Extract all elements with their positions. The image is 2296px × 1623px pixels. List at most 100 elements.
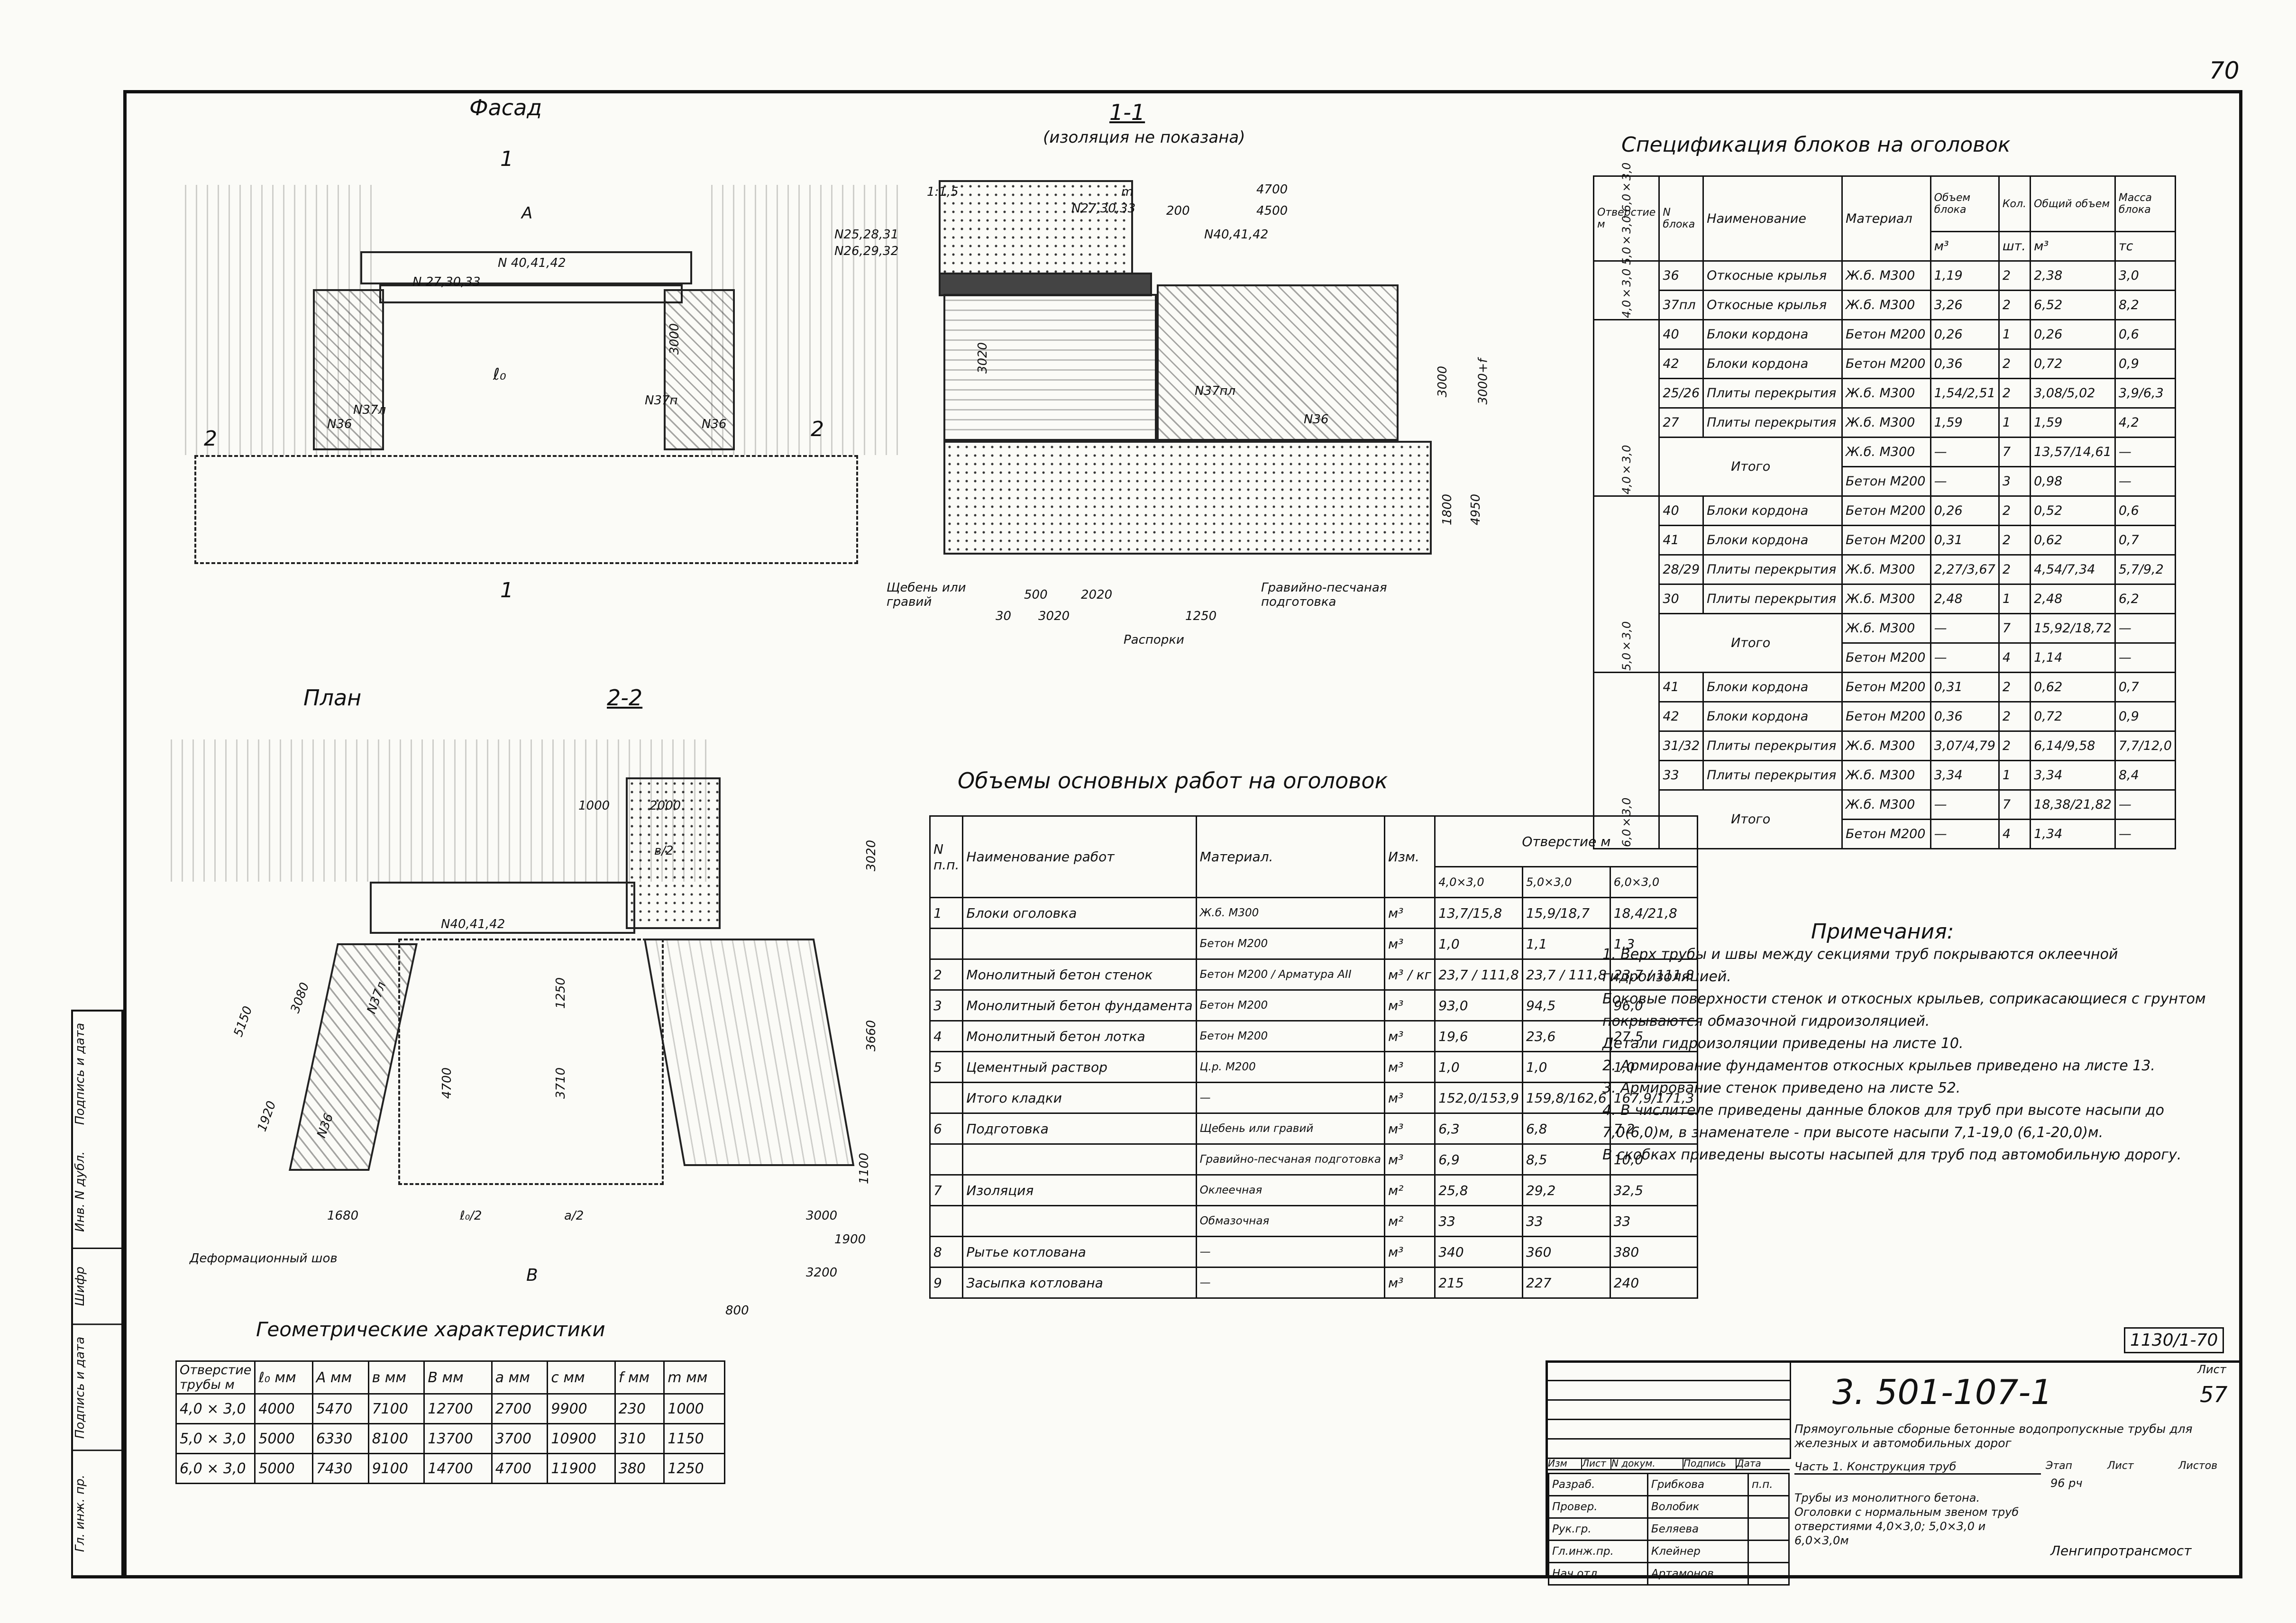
section1-title: 1-1 (1109, 100, 1145, 125)
table-cell: — (1195, 1082, 1386, 1114)
table-cell: Ж.б. М300 (1841, 760, 1931, 791)
table-cell: 42 (1658, 701, 1704, 732)
table-header-row: Отверстие м N блока Наименование Материа… (1592, 175, 2177, 262)
section1-label: 3000+f (1476, 358, 1491, 405)
table-cell: 1,0 (1434, 928, 1523, 960)
facade-slab (379, 284, 683, 303)
sheet-frame (123, 90, 2242, 1578)
stamp-col-header: Дата (1737, 1458, 1761, 1469)
table-cell: Разраб. (1548, 1473, 1648, 1496)
facade-wing-left (313, 289, 384, 450)
side-stamp-field: Гл. инж. пр. (73, 1450, 121, 1577)
table-cell: 41 (1658, 672, 1704, 702)
table-cell: 3 (929, 989, 964, 1021)
table-cell: 0,9 (2114, 348, 2177, 379)
table-cell: Рытье котлована (962, 1236, 1197, 1268)
table-header-cell: a мм (491, 1360, 549, 1395)
table-cell: Бетон М200 (1195, 989, 1386, 1021)
plan-label: 1250 (554, 977, 568, 1009)
facade-section-mark: 2 (811, 417, 824, 441)
table-unit-cell: шт. (1998, 231, 2031, 262)
table-cell: 5 (929, 1051, 964, 1083)
table-cell: 7 (1998, 789, 2031, 820)
plan-label: 1680 (327, 1209, 359, 1223)
table-cell: 6 (929, 1112, 964, 1145)
table-cell: 3,9/6,3 (2114, 378, 2177, 409)
table-cell: 12700 (423, 1393, 493, 1424)
side-stamp-field: Инв. N дубл. (73, 1136, 121, 1249)
table-cell: 1150 (663, 1423, 725, 1454)
table-cell: 27 (1658, 407, 1704, 438)
table-header-cell: 6,0×3,0 (1609, 866, 1699, 898)
section1-note: (изоляция не показана) (1043, 128, 1245, 147)
table-cell: 0,31 (1930, 525, 2000, 556)
table-cell: м³ (1383, 1236, 1436, 1268)
table-cell: 31/32 (1658, 730, 1704, 761)
table-cell: Блоки кордона (1702, 672, 1843, 702)
table-cell: 0,98 (2030, 466, 2116, 497)
plan-label: 1900 (834, 1232, 866, 1247)
table-cell: 6,9 (1434, 1143, 1523, 1176)
table-cell: 0,7 (2114, 672, 2177, 702)
table-cell: 13,57/14,61 (2030, 437, 2116, 467)
table-cell: — (2114, 819, 2177, 849)
plan-label: 3000 (806, 1209, 838, 1223)
table-cell: 2 (1998, 525, 2031, 556)
table-cell: Рук.гр. (1548, 1517, 1648, 1541)
table-cell: 23,7 / 111,8 (1521, 958, 1611, 991)
table-cell: Ж.б. М300 (1841, 730, 1931, 761)
plan-embankment (161, 739, 711, 882)
table-cell: 1 (1998, 319, 2031, 350)
table-cell: 1 (929, 897, 964, 929)
plan-label: 1000 (578, 799, 610, 813)
stamp-title: Прямоугольные сборные бетонные водопропу… (1794, 1422, 2193, 1450)
table-cell: Ж.б. М300 (1841, 584, 1931, 614)
table-cell: 1,3 (1609, 928, 1699, 960)
table-cell: 0,26 (1930, 319, 2000, 350)
table-cell: 33 (1658, 760, 1704, 791)
table-unit-cell: м³ (2030, 231, 2116, 262)
stamp-stage: 96 рч (2050, 1477, 2083, 1490)
table-cell: 96,0 (1609, 989, 1699, 1021)
note-item: Детали гидроизоляции приведены на листе … (1602, 1035, 1964, 1052)
table-cell: Ж.б. М300 (1841, 407, 1931, 438)
table-cell: 0,26 (2030, 319, 2116, 350)
table-cell: 28/29 (1658, 554, 1704, 585)
section1-fill (939, 180, 1133, 275)
table-cell: м² (1383, 1205, 1436, 1237)
table-cell: 227 (1521, 1267, 1611, 1299)
table-cell: 380 (1609, 1236, 1699, 1268)
plan-label: 1100 (857, 1152, 872, 1185)
geometry-table: Отверстие трубы м ℓ₀ мм A мм в мм B мм a… (175, 1360, 725, 1484)
table-cell: 9900 (547, 1393, 616, 1424)
table-cell: Бетон М200 (1841, 701, 1931, 732)
table-cell: 1 (1998, 760, 2031, 791)
table-cell: Гравийно-песчаная подготовка (1195, 1143, 1386, 1176)
table-cell: 1250 (663, 1453, 725, 1484)
table-units-row: м³ шт. м³ тс (1594, 231, 2177, 262)
table-cell: Блоки оголовка (962, 897, 1197, 929)
table-cell: 159,8/162,6 (1521, 1082, 1611, 1114)
stamp-list-label: Лист (2107, 1460, 2134, 1472)
table-header-cell: Отверстие трубы м (175, 1360, 256, 1395)
table-cell: 2 (929, 958, 964, 991)
table-cell: 8,5 (1521, 1143, 1611, 1176)
table-cell: 40 (1658, 319, 1704, 350)
facade-section-mark: 2 (204, 427, 217, 451)
table-row: Рук.гр.Беляева (1548, 1517, 1790, 1541)
table-cell: 1,54/2,51 (1930, 378, 2000, 409)
table-cell: 240 (1609, 1267, 1699, 1299)
section1-label: N37пл (1195, 384, 1236, 398)
sheet-number: 70 (2209, 57, 2240, 84)
table-cell: 18,38/21,82 (2030, 789, 2116, 820)
table-cell: 380 (614, 1453, 665, 1484)
table-cell: 152,0/153,9 (1434, 1082, 1523, 1114)
